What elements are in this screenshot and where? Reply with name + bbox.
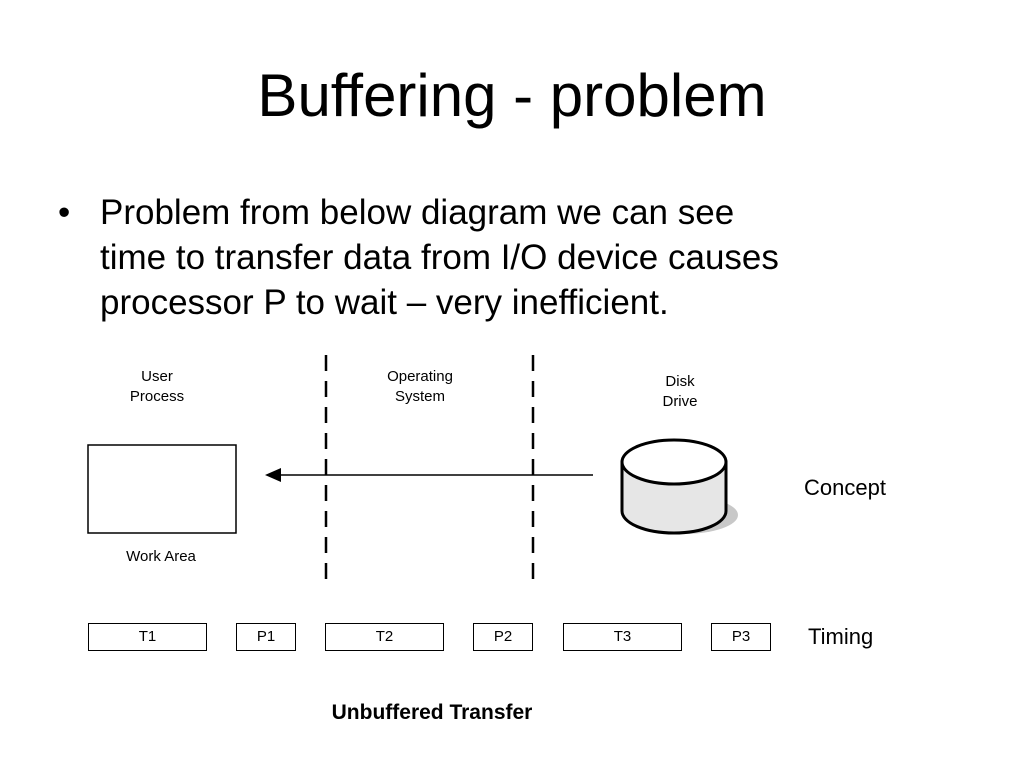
timing-box-t2: T2: [325, 623, 444, 651]
bullet-text: Problem from below diagram we can see ti…: [100, 190, 900, 325]
timing-box-p1: P1: [236, 623, 296, 651]
concept-label: Concept: [804, 475, 886, 500]
timing-box-p3: P3: [711, 623, 771, 651]
work-area-box: [87, 444, 237, 534]
operating-system-label: Operating System: [387, 368, 453, 405]
disk-drive-label: Disk Drive: [662, 373, 698, 410]
timing-box-t3: T3: [563, 623, 682, 651]
diagram-caption: Unbuffered Transfer: [331, 701, 533, 724]
timing-box-p2: P2: [473, 623, 533, 651]
bullet-line: processor P to wait – very inefficient.: [100, 283, 669, 322]
timing-box-t1: T1: [88, 623, 207, 651]
disk-drive-icon: [620, 438, 738, 535]
bullet-point-icon: •: [58, 193, 71, 232]
slide-title: Buffering - problem: [257, 62, 767, 129]
bullet-line: Problem from below diagram we can see: [100, 193, 735, 232]
work-area-label: Work Area: [126, 548, 196, 565]
transfer-arrow-icon: [265, 468, 593, 482]
bullet-line: time to transfer data from I/O device ca…: [100, 238, 779, 277]
user-process-label: User Process: [129, 368, 185, 405]
timing-label: Timing: [808, 624, 874, 649]
